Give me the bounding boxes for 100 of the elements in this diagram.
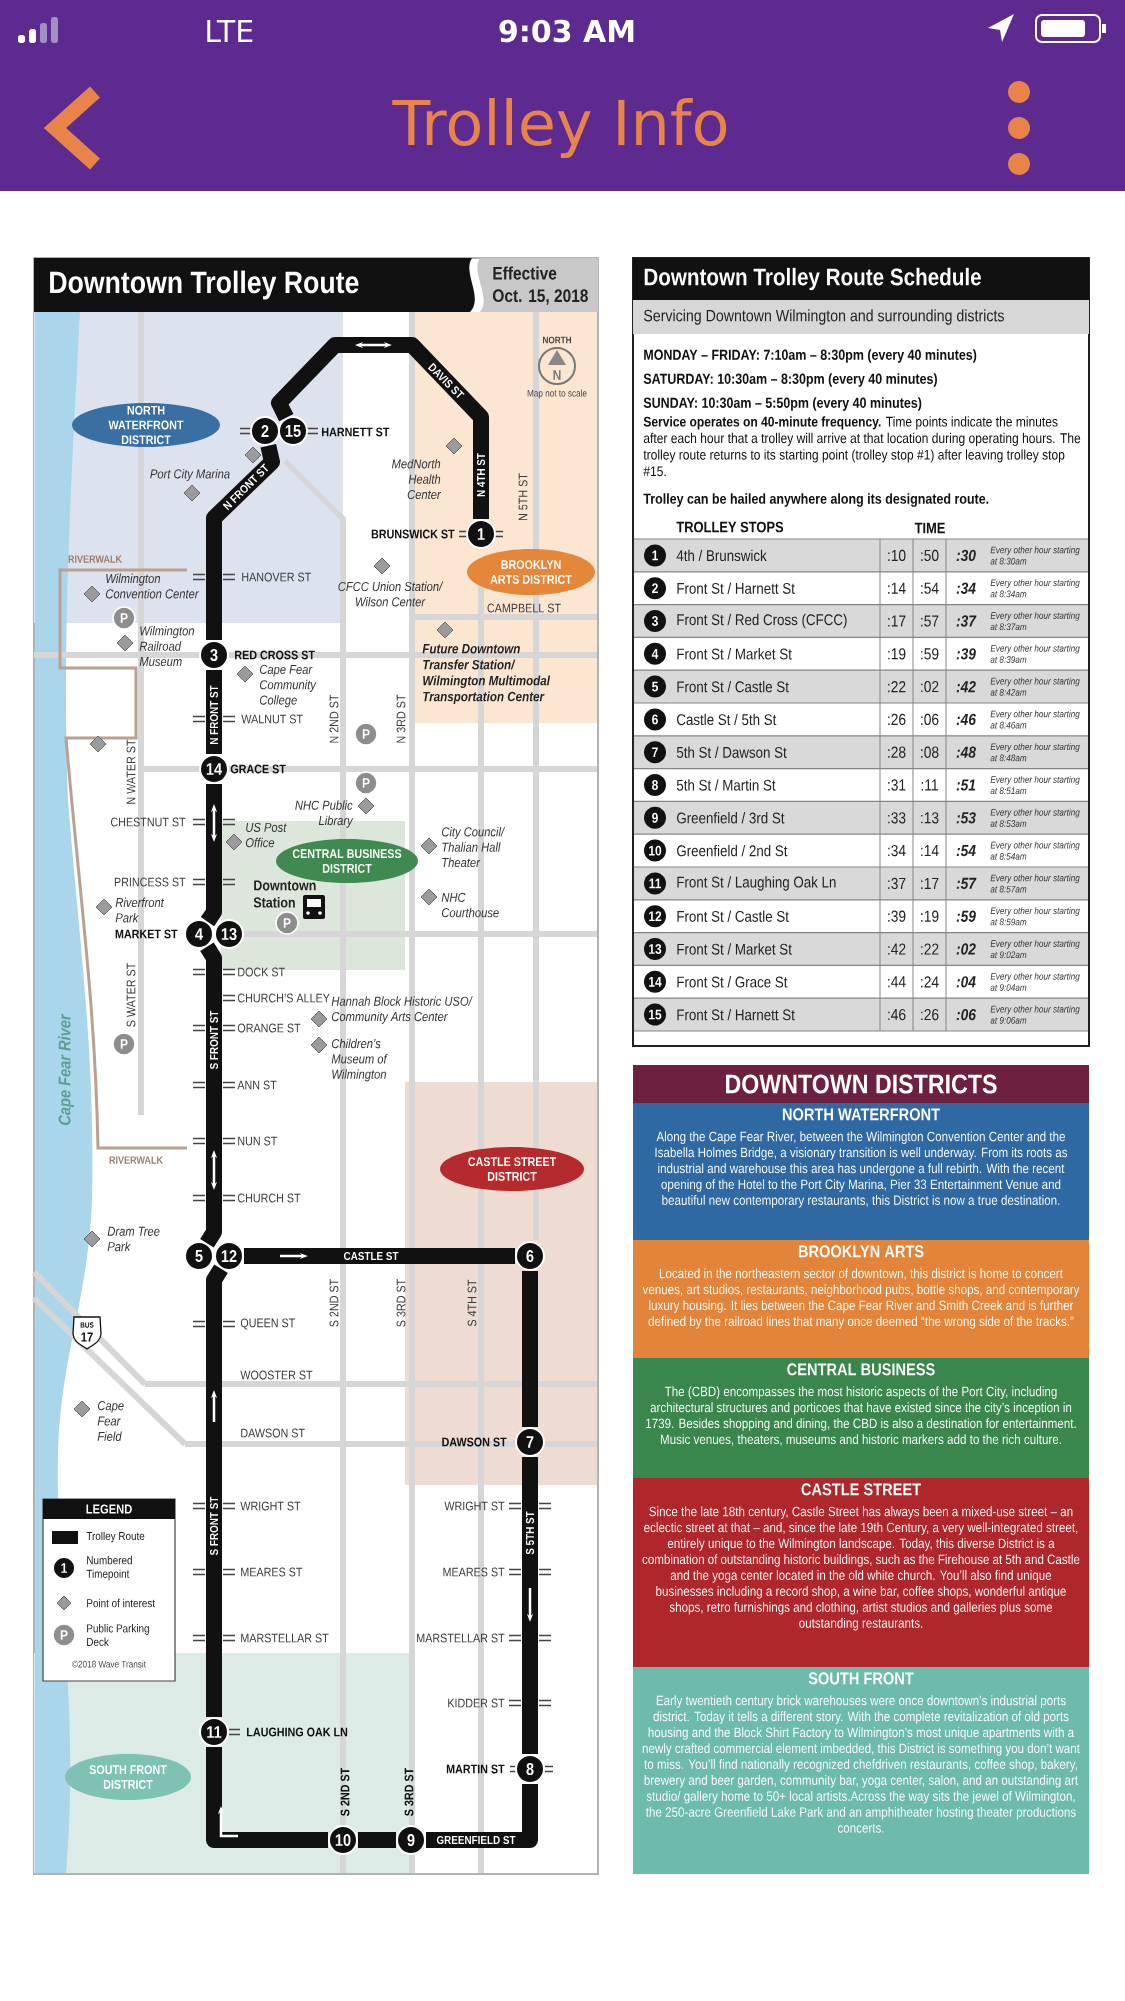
poi-label: Riverfront Park — [115, 897, 165, 923]
stop-number: 14 — [644, 970, 666, 993]
street-label: WRIGHT ST — [240, 1501, 301, 1511]
stop-number: 7 — [644, 741, 666, 764]
poi-label: City Council/ Thalian Hall Theater — [441, 826, 506, 868]
page-title: Trolley Info — [392, 98, 727, 158]
table-cell: :11 — [913, 769, 946, 801]
table-cell: :19 — [880, 638, 913, 670]
table-cell: :13 — [913, 802, 946, 834]
street-label: CHESTNUT ST — [110, 817, 186, 827]
street-label: ANN ST — [237, 1080, 277, 1090]
service-note: Service operates on 40-minute frequency. Time points indicate the minutes after each hour that a trolley will arrive at that location during operating hours. The trolley route returns to its starting point (trolley stop #1) after leaving trolley stop #15. — [643, 416, 1081, 477]
route-line — [206, 670, 222, 754]
route-street-label: CASTLE ST — [343, 1251, 399, 1261]
poi-label: Dram Tree Park — [107, 1226, 160, 1252]
street-label: MARSTELLAR ST — [417, 1633, 505, 1643]
time-note: Every other hour starting at 8:30am — [990, 546, 1080, 565]
time-note: Every other hour starting at 8:48am — [990, 743, 1080, 762]
effective-date: Oct. 15, 2018 — [492, 289, 588, 305]
hours-line: MONDAY – FRIDAY: 7:10am – 8:30pm (every 40 minutes) — [644, 349, 977, 363]
route-street-label: N 4TH ST — [476, 453, 486, 497]
column-header: TIME — [914, 522, 945, 534]
service-note: Trolley can be hailed anywhere along its designated route. — [643, 493, 989, 507]
route-line — [522, 1457, 538, 1754]
riverwalk-label: RIVERWALK — [68, 555, 122, 563]
poi-label: NHC Courthouse — [441, 892, 499, 918]
street-label: RED CROSS ST — [235, 650, 315, 660]
poi-label: Cape Fear Field — [97, 1401, 124, 1441]
time-note: Every other hour starting at 8:59am — [990, 907, 1080, 926]
time-note: Every other hour starting at 8:34am — [990, 579, 1080, 598]
street-label: NUN ST — [238, 1136, 278, 1146]
table-cell: :22 — [913, 933, 946, 965]
street-label: N 2ND ST — [329, 694, 339, 743]
time-note: Every other hour starting at 8:54am — [990, 841, 1080, 860]
district-panel: BROOKLYN ARTS Located in the northeastern sector of downtown, this district is home to concert venues, art studios, restaurants, neighborhood pubs, bottle shops, and contemporary luxury housing. It lies between the Cape Fear River and Smith Creek and is further defined by the railroad lines that many once deemed “the wrong side of the tracks.” — [633, 1240, 1089, 1358]
hours-line: SUNDAY: 10:30am – 5:50pm (every 40 minutes) — [643, 397, 922, 411]
poi-label: NHC Public Library — [295, 800, 354, 828]
copyright-note: ©2018 Wave Transit — [72, 1660, 146, 1668]
time-note: Every other hour starting at 8:51am — [990, 775, 1080, 795]
route-line — [358, 1832, 396, 1848]
riverwalk-label: RIVERWALK — [109, 1156, 163, 1164]
street-label: HANOVER ST — [242, 572, 311, 582]
street-label: MARKET ST — [115, 929, 178, 939]
legend-label: Public Parking Deck — [87, 1624, 149, 1646]
route-line — [206, 1747, 328, 1848]
route-line — [200, 784, 222, 927]
stop-number: 6 — [644, 708, 666, 731]
street-label: MEARES ST — [241, 1567, 303, 1577]
time-note: Every other hour starting at 9:06am — [990, 1005, 1080, 1024]
district-panel: CASTLE STREET Since the late 18th century, Castle Street has always been a mixed-use street – an eclectic street at that – and, since the late 19th Century, a very well-integrated street, entirely unique to the Wilmington landscape. Today, this diverse District is a combination of outstanding historic buildings, such as the Firehouse at 5th and Castle and the yoga center located in the old white church. You’ll also find unique businesses including a record shop, a wine bar, coffee shops, wonderful antique shops, retro furnishings and clothing, artist studios and galleries plus some outstanding restaurants. — [633, 1478, 1089, 1667]
route-line — [522, 1271, 538, 1427]
street-label: DAWSON ST — [241, 1428, 305, 1438]
poi-label: Wilmington Convention Center — [105, 573, 199, 599]
north-label: NORTH — [543, 336, 571, 344]
poi-label: Cape Fear Community College — [259, 664, 317, 708]
districts-title: DOWNTOWN DISTRICTS — [633, 1065, 1089, 1103]
stop-number: 12 — [644, 905, 666, 928]
table-cell: :28 — [880, 736, 913, 768]
stop-number: 1 — [644, 544, 666, 567]
street-label: LAUGHING OAK LN — [247, 1727, 348, 1737]
map-title: Downtown Trolley Route — [34, 258, 475, 312]
street-label: ORANGE ST — [237, 1023, 301, 1033]
route-line — [206, 1264, 228, 1717]
street-label: WRIGHT ST — [444, 1501, 505, 1511]
district-panel: SOUTH FRONT Early twentieth century brick warehouses were once downtown’s industrial ports district. Today it tells a different story. With the complete revitalization of old ports housing and the Block Shirt Factory to Wilmington’s most unique apartments with a newly crafted commercial element imbedded, this District is something you don’t want to miss. You’ll find nationally recognized chefdriven restaurants, coffee shop, bakery, brewery and beer garden, community bar, yoga center, salon, and an outstanding art studio/ gallery home to 50+ local artists.Across the way sits the jewel of Wilmington, the 250-acre Greenfield Lake Park and an amphitheater hosting theater productions concerts. — [633, 1667, 1089, 1874]
time-note: Every other hour starting at 9:04am — [990, 972, 1080, 991]
street-label: MEARES ST — [443, 1567, 505, 1577]
street-label: MARSTELLAR ST — [241, 1633, 329, 1643]
stop-number: 3 — [644, 610, 666, 632]
route-street-label: S FRONT ST — [209, 1010, 219, 1070]
route-line — [206, 443, 280, 640]
stop-number: 15 — [644, 1003, 666, 1026]
poi-label: Wilmington Railroad Museum — [139, 625, 195, 667]
stop-number: 2 — [644, 577, 666, 600]
table-cell: :19 — [913, 900, 946, 932]
street-label: WOOSTER ST — [240, 1370, 313, 1380]
street-label: PRINCESS ST — [114, 877, 186, 887]
street-label: S 2ND ST — [329, 1279, 339, 1327]
clock-label: 9:03 AM — [499, 19, 634, 43]
table-cell: :17 — [880, 605, 913, 637]
table-cell: :39 — [880, 900, 913, 932]
street-label: S 4TH ST — [467, 1279, 477, 1327]
table-cell: :24 — [913, 966, 946, 998]
stop-number: 11 — [644, 872, 666, 895]
table-cell: :14 — [880, 572, 913, 604]
time-note: Every other hour starting at 8:39am — [990, 644, 1080, 663]
table-cell: :42 — [880, 933, 913, 965]
schedule-title: Downtown Trolley Route Schedule — [633, 258, 1089, 300]
stop-number: 4 — [644, 642, 666, 665]
legend-label: Numbered Timepoint — [86, 1555, 132, 1581]
poi-label: MedNorth Health Center — [391, 458, 442, 500]
time-note: Every other hour starting at 8:42am — [990, 677, 1080, 696]
route-line — [200, 942, 222, 1248]
time-note: Every other hour starting at 9:02am — [990, 939, 1080, 959]
street-label: DOCK ST — [238, 967, 285, 977]
time-note: Every other hour starting at 8:53am — [990, 808, 1080, 827]
column-header: TROLLEY STOPS — [676, 521, 784, 533]
street-label: N WATER ST — [126, 739, 136, 804]
route-street-label: N FRONT ST — [209, 685, 219, 745]
street-label: GRACE ST — [230, 764, 286, 774]
